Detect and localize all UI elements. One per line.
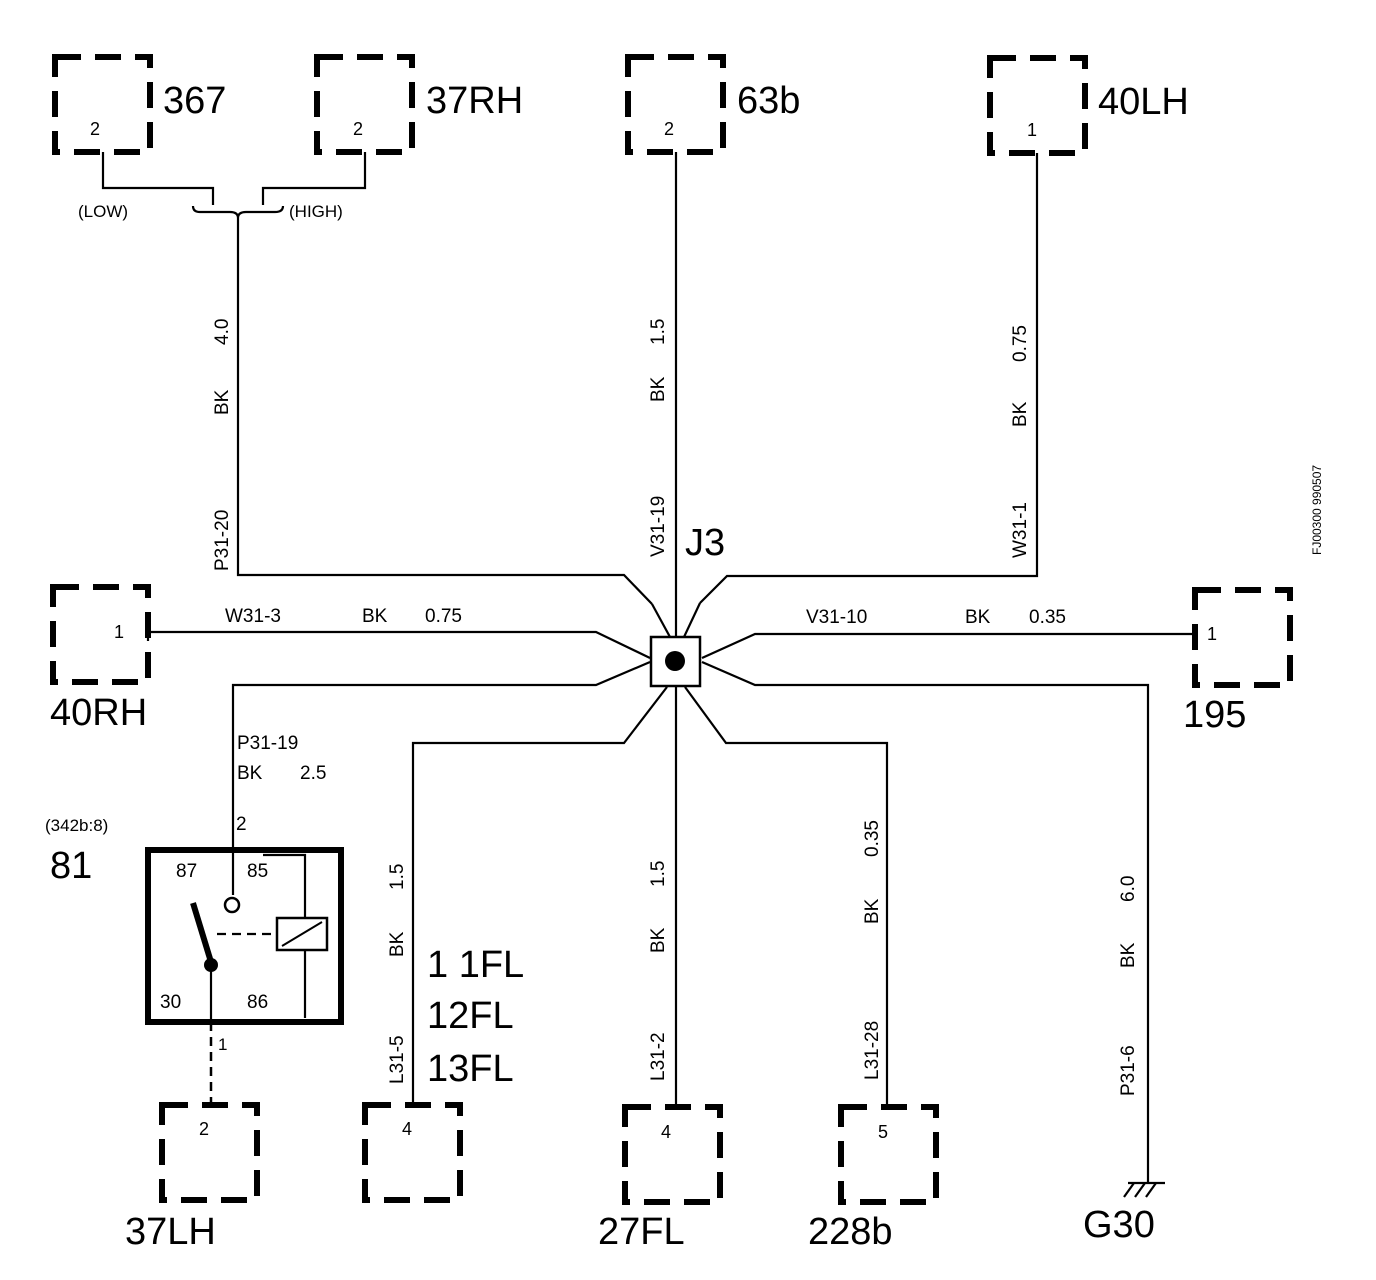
- ground-symbol: G30: [1083, 1181, 1165, 1246]
- relay-81: (342b:8) 81 2 87 85 30 86 1: [45, 814, 344, 1105]
- low-label: (LOW): [78, 202, 128, 221]
- wire-id: L31-2: [648, 1032, 669, 1081]
- wire-color: BK: [862, 898, 883, 924]
- wire-id: L31-28: [862, 1021, 883, 1080]
- wire-w31-3: [148, 630, 651, 659]
- wire-color: BK: [362, 606, 388, 627]
- connector-pin: 2: [353, 119, 363, 139]
- wire-size: 0.35: [1029, 607, 1066, 628]
- label-p31-6: 6.0 BK P31-6: [1118, 876, 1139, 1096]
- connector-195: 195 1: [1183, 587, 1293, 736]
- wire-id: P31-19: [237, 733, 298, 754]
- wire-color: BK: [648, 376, 669, 402]
- connector-pin: 1: [1207, 624, 1217, 644]
- wire-size: 4.0: [212, 319, 233, 345]
- wire-p31-19: [231, 660, 651, 895]
- wire-l31-28: [684, 686, 889, 1107]
- label-v31-19: 1.5 BK V31-19: [648, 319, 669, 557]
- wire-id: V31-19: [648, 496, 669, 557]
- connector-name: 195: [1183, 694, 1246, 736]
- connector-37rh: 37RH 2: [314, 54, 523, 155]
- connector-pin: 1: [1027, 120, 1037, 140]
- relay-pin-top: 2: [236, 814, 247, 835]
- wire-id: P31-20: [212, 510, 233, 571]
- wire-p31-6: [701, 660, 1150, 1183]
- label-w31-1: 0.75 BK W31-1: [1010, 325, 1031, 558]
- relay-reference: (342b:8): [45, 816, 108, 835]
- label-v31-10: V31-10 BK 0.35: [806, 607, 1066, 628]
- wire-color: BK: [237, 763, 263, 784]
- connector-pin: 1: [114, 622, 124, 642]
- connector-name: 27FL: [598, 1211, 685, 1253]
- terminal-85: 85: [247, 861, 268, 882]
- high-label: (HIGH): [289, 202, 343, 221]
- wire-size: 6.0: [1118, 876, 1139, 902]
- wire-size: 0.75: [1010, 325, 1031, 362]
- junction-j3: J3: [649, 522, 725, 688]
- terminal-86: 86: [247, 992, 268, 1013]
- connector-40lh: 40LH 1: [987, 55, 1189, 156]
- connector-pin: 4: [402, 1119, 412, 1139]
- connector-pin: 2: [199, 1119, 209, 1139]
- connector-pin: 2: [664, 119, 674, 139]
- connector-name-3: 13FL: [427, 1048, 514, 1090]
- wire-color: BK: [648, 927, 669, 953]
- connector-name-1: 1 1FL: [427, 944, 524, 986]
- junction-label: J3: [685, 522, 725, 564]
- wire-color: BK: [1118, 942, 1139, 968]
- connector-name: 40LH: [1098, 81, 1189, 123]
- connector-name: 37RH: [426, 80, 523, 122]
- wire-color: BK: [1010, 401, 1031, 427]
- connector-27fl: 27FL 4: [598, 1104, 723, 1253]
- wire-id: L31-5: [387, 1035, 408, 1084]
- connector-name: 228b: [808, 1211, 893, 1253]
- label-l31-5: 1.5 BK L31-5: [387, 864, 408, 1084]
- wire-id: W31-1: [1010, 502, 1031, 558]
- wire-size: 0.75: [425, 606, 462, 627]
- wire-size: 0.35: [862, 820, 883, 857]
- low-high-selector: (LOW) (HIGH): [78, 152, 367, 230]
- wire-l31-5: [411, 686, 668, 1105]
- connector-name: 63b: [737, 80, 800, 122]
- label-w31-3: W31-3 BK 0.75: [225, 606, 462, 627]
- connector-37lh: 37LH 2: [125, 1102, 260, 1253]
- relay-pin-bottom: 1: [218, 1035, 227, 1054]
- wire-v31-10: [701, 632, 1195, 660]
- connector-name-2: 12FL: [427, 995, 514, 1037]
- wire-color: BK: [387, 931, 408, 957]
- wire-w31-1: [699, 153, 1039, 604]
- connector-name: 367: [163, 80, 226, 122]
- terminal-30: 30: [160, 992, 181, 1013]
- wire-color: BK: [965, 607, 991, 628]
- label-p31-19: P31-19 BK 2.5: [237, 733, 326, 784]
- relay-name: 81: [50, 845, 92, 887]
- connector-name: 40RH: [50, 692, 147, 734]
- wire-color: BK: [212, 389, 233, 415]
- terminal-87: 87: [176, 861, 197, 882]
- label-p31-20: 4.0 BK P31-20: [212, 319, 233, 571]
- label-l31-28: 0.35 BK L31-28: [862, 820, 883, 1080]
- wire-size: 1.5: [648, 861, 669, 887]
- wire-size: 1.5: [387, 864, 408, 890]
- wire-id: V31-10: [806, 607, 867, 628]
- wire-p31-20: [236, 230, 653, 605]
- wire-id: P31-6: [1118, 1045, 1139, 1096]
- connector-367: 367 2: [52, 54, 226, 155]
- wire-id: W31-3: [225, 606, 281, 627]
- wire-size: 1.5: [648, 319, 669, 345]
- connector-name: 37LH: [125, 1211, 216, 1253]
- connector-40rh: 40RH 1: [50, 584, 151, 734]
- connector-pin: 4: [661, 1122, 671, 1142]
- connector-pin: 2: [90, 119, 100, 139]
- label-l31-2: 1.5 BK L31-2: [648, 861, 669, 1081]
- document-id: FJ00300 990507: [1310, 465, 1324, 555]
- wire-size: 2.5: [300, 763, 326, 784]
- ground-label: G30: [1083, 1204, 1155, 1246]
- connector-11fl-12fl-13fl: 4 1 1FL 12FL 13FL: [362, 944, 524, 1203]
- connector-63b: 63b 2: [625, 54, 800, 155]
- connector-228b: 228b 5: [808, 1104, 939, 1253]
- connector-pin: 5: [878, 1122, 888, 1142]
